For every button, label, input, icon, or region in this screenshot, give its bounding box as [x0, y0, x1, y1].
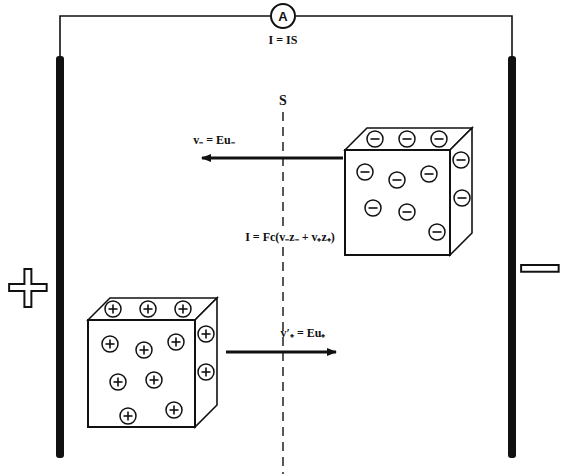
cation-symbol	[146, 372, 162, 388]
negative-electrode-sign: −	[515, 233, 565, 299]
ion-circle	[198, 326, 214, 342]
ion-circle	[198, 364, 214, 380]
ion-sign	[147, 305, 149, 314]
ion-circle	[399, 204, 415, 220]
cation-symbol	[120, 408, 136, 424]
ion-sign	[205, 368, 207, 377]
ion-circle	[421, 166, 437, 182]
ion-sign	[369, 207, 378, 209]
ion-sign	[117, 378, 119, 387]
ion-circle	[399, 131, 415, 147]
ion-circle	[110, 374, 126, 390]
anion-velocity: v₋ = Eu₋	[193, 134, 235, 147]
anion-symbol	[365, 200, 381, 216]
positive-electrode-sign: +	[3, 253, 53, 319]
cube-side-face	[450, 128, 472, 255]
anion-symbol	[399, 204, 415, 220]
ion-sign	[403, 211, 412, 213]
ion-sign	[458, 197, 467, 199]
ion-circle	[357, 164, 373, 180]
cation-symbol	[136, 342, 152, 358]
cation-symbol	[198, 364, 214, 380]
ion-circle	[389, 172, 405, 188]
ion-sign	[433, 231, 442, 233]
cation-symbol	[198, 326, 214, 342]
cation-symbol	[168, 334, 184, 350]
ion-sign	[371, 138, 380, 140]
ion-sign	[425, 173, 434, 175]
ion-sign	[112, 305, 114, 314]
anion-symbol	[357, 164, 373, 180]
ion-sign	[361, 171, 370, 173]
ion-circle	[168, 334, 184, 350]
ion-circle	[431, 131, 447, 147]
ion-circle	[146, 372, 162, 388]
cation-velocity-arrow	[226, 351, 336, 354]
ion-sign	[109, 340, 111, 349]
ion-circle	[166, 402, 182, 418]
plane-label: S	[279, 93, 287, 108]
cube-side-face	[195, 298, 217, 427]
ion-sign	[143, 346, 145, 355]
ion-circle	[454, 190, 470, 206]
ion-circle	[140, 301, 156, 317]
ion-circle	[105, 301, 121, 317]
reference-plane	[282, 112, 283, 474]
cation-velocity: v′₊ = Eu₊	[281, 327, 326, 340]
cation-symbol	[175, 301, 191, 317]
ion-circle	[175, 301, 191, 317]
current-equation: I = Fc(v₋z₋ + v₊z₊)	[242, 230, 338, 245]
ion-circle	[429, 224, 445, 240]
ion-circle	[102, 336, 118, 352]
ion-sign	[435, 138, 444, 140]
anion-cube	[345, 128, 472, 255]
anion-velocity-arrow	[202, 157, 343, 160]
cation-symbol	[166, 402, 182, 418]
cube-front-face	[345, 150, 450, 255]
ion-sign	[457, 159, 466, 161]
ion-sign	[127, 412, 129, 421]
ion-circle	[367, 131, 383, 147]
cation-symbol	[105, 301, 121, 317]
anion-symbol	[431, 131, 447, 147]
anion-symbol	[454, 190, 470, 206]
ammeter-circle: A	[270, 3, 296, 29]
ammeter-label: A	[278, 9, 287, 24]
anion-symbol	[399, 131, 415, 147]
ion-sign	[205, 330, 207, 339]
anode-electrode	[56, 56, 64, 458]
anion-symbol	[367, 131, 383, 147]
anion-symbol	[389, 172, 405, 188]
anion-symbol	[421, 166, 437, 182]
ion-cubes	[88, 128, 472, 427]
ion-sign	[182, 305, 184, 314]
cube-front-face	[88, 320, 195, 427]
cation-symbol	[110, 374, 126, 390]
ion-sign	[173, 406, 175, 415]
cation-cube	[88, 298, 217, 427]
current-formula: I = IS	[269, 34, 298, 47]
ion-sign	[175, 338, 177, 347]
cation-symbol	[140, 301, 156, 317]
ion-sign	[393, 179, 402, 181]
ion-circle	[453, 152, 469, 168]
anion-symbol	[429, 224, 445, 240]
anion-symbol	[453, 152, 469, 168]
ion-sign	[153, 376, 155, 385]
cation-symbol	[102, 336, 118, 352]
ion-circle	[365, 200, 381, 216]
ion-circle	[120, 408, 136, 424]
ion-circle	[136, 342, 152, 358]
ion-sign	[403, 138, 412, 140]
